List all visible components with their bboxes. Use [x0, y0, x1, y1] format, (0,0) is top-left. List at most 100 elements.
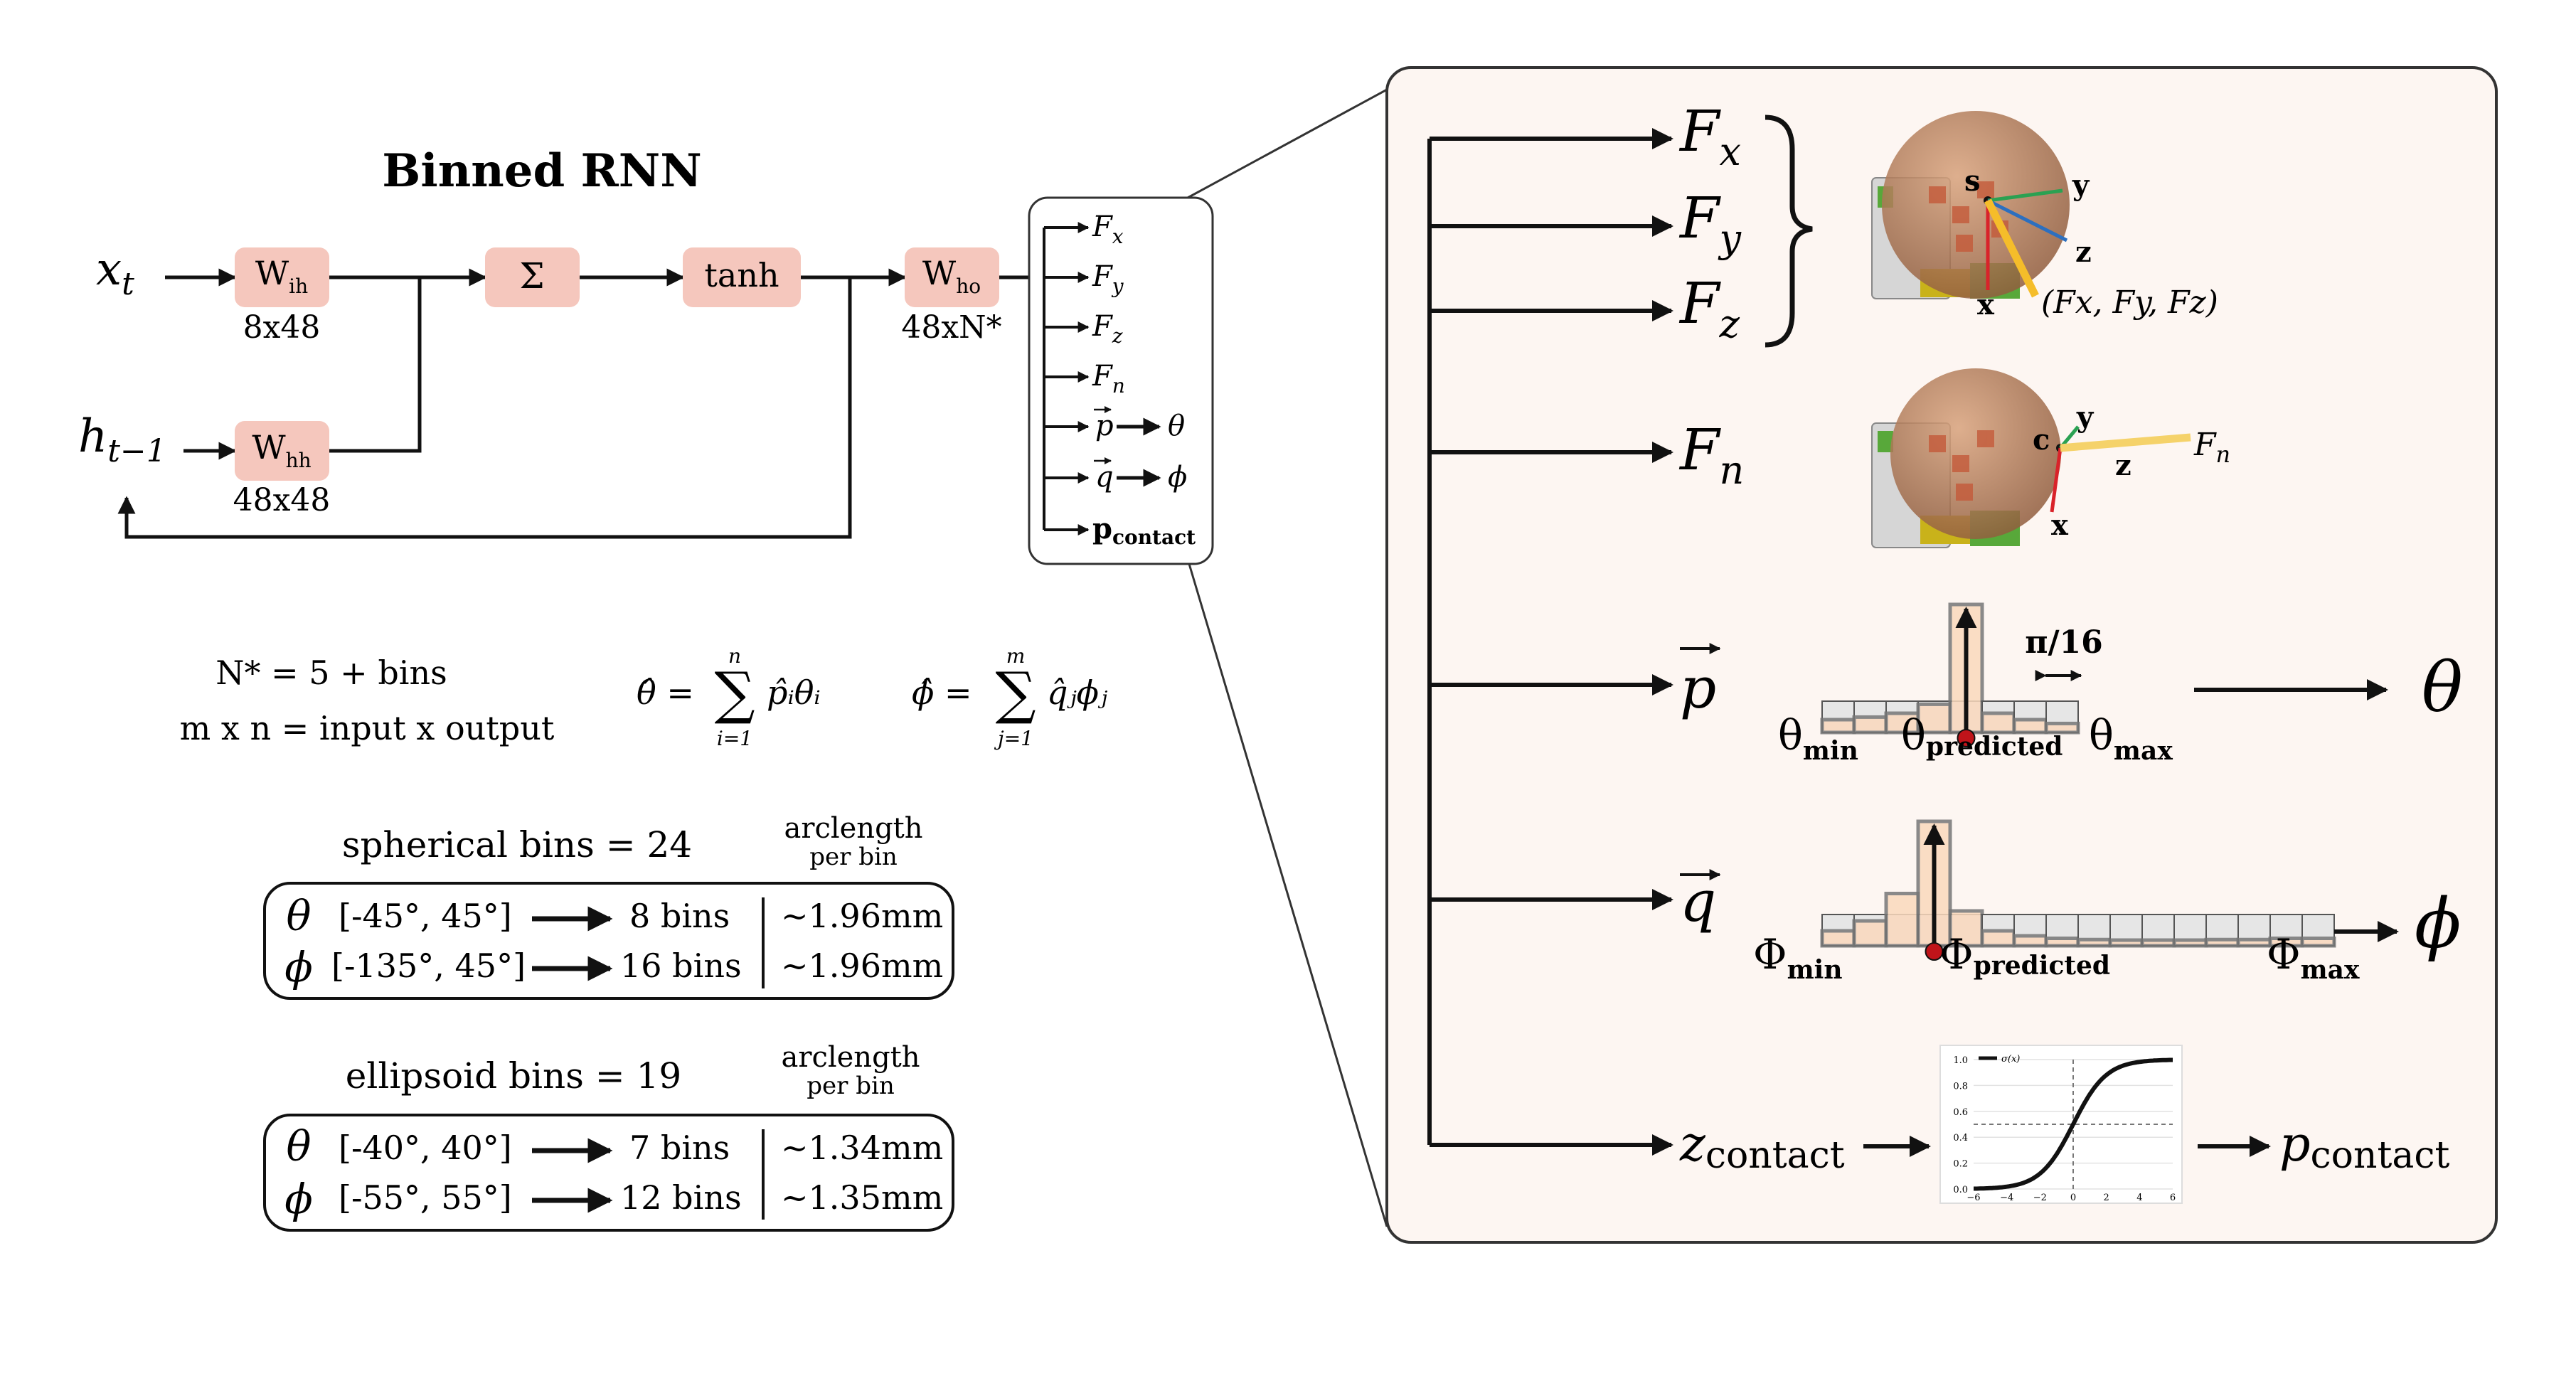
- ellipsoid-arc-header-1: arclength: [781, 1041, 920, 1074]
- svg-text:y: y: [2072, 169, 2090, 202]
- phi-min-label: Φmin: [1753, 930, 1843, 985]
- svg-text:[-55°, 55°]: [-55°, 55°]: [339, 1178, 512, 1217]
- spherical-row-phi: ϕ [-135°, 45°] 16 bins ~1.96mm: [284, 943, 943, 991]
- formula-phi-hat: ϕ̂ = m ∑ j=1 q̂ⱼϕⱼ: [912, 644, 1108, 750]
- who-label: Who: [922, 254, 981, 298]
- svg-text:z: z: [2115, 449, 2131, 482]
- sigmoid-xtick: 2: [2104, 1193, 2109, 1203]
- recurrent-loop: [117, 277, 852, 539]
- small-out-p-theta: p θ: [1094, 406, 1185, 442]
- whh-dim: 48x48: [233, 482, 331, 518]
- phi-hist-bar: [2140, 938, 2176, 948]
- svg-text:q: q: [1680, 868, 1716, 934]
- phi-hist-pred-dot: [1925, 942, 1944, 961]
- detail-fx: Fx: [1678, 98, 1741, 174]
- phi-predicted-label: Φpredicted: [1939, 930, 2110, 981]
- formula-mxn: m x n = input x output: [180, 709, 555, 747]
- svg-text:θ: θ: [1168, 410, 1185, 442]
- ellipsoid-arc-header-2: per bin: [807, 1072, 894, 1100]
- zoom-line-top: [1187, 88, 1388, 199]
- small-out-fx: Fx: [1092, 210, 1124, 248]
- svg-text:c: c: [2033, 423, 2050, 457]
- svg-text:p: p: [1095, 410, 1114, 442]
- phi-hist-bar: [1980, 929, 2016, 948]
- sigmoid-xtick: 0: [2070, 1193, 2076, 1203]
- svg-text:7 bins: 7 bins: [629, 1129, 730, 1167]
- svg-text:θ̂ =: θ̂ =: [637, 673, 694, 712]
- whh-block: [235, 421, 329, 481]
- ellipsoid-table: [263, 1114, 954, 1232]
- sigmoid-xtick: 6: [2170, 1193, 2176, 1203]
- phi-hist-bar: [2108, 938, 2144, 948]
- phi-histogram: [1820, 819, 2336, 961]
- svg-text:q̂ⱼϕⱼ: q̂ⱼϕⱼ: [1047, 673, 1108, 712]
- wih-block: [235, 247, 329, 307]
- phi-hist-bar: [2012, 934, 2048, 948]
- small-out-q-phi: q ϕ: [1094, 457, 1187, 494]
- svg-text:12 bins: 12 bins: [620, 1178, 742, 1217]
- small-output-arrows: [1044, 222, 1090, 535]
- phi-hist-bar: [2300, 937, 2336, 948]
- detail-fn: Fn: [1678, 417, 1744, 493]
- sigmoid-xtick: −4: [2000, 1193, 2013, 1203]
- whh-label: Whh: [252, 428, 311, 472]
- svg-text:∑: ∑: [714, 660, 755, 726]
- sum-block: [485, 247, 580, 307]
- detail-arrows: [1430, 128, 1673, 1156]
- sigmoid-xtick: −6: [1966, 1193, 1980, 1203]
- svg-text:m: m: [1006, 644, 1026, 668]
- svg-text:θ: θ: [287, 1122, 312, 1171]
- zoom-line-bottom: [1188, 563, 1388, 1227]
- ellipsoid-row-phi: ϕ [-55°, 55°] 12 bins ~1.35mm: [284, 1175, 943, 1223]
- theta-hist-labels: π/16 θmin θpredicted θmax: [1778, 624, 2173, 766]
- svg-text:n: n: [728, 644, 741, 668]
- output-list-box: [1028, 196, 1214, 565]
- formula-theta-hat: θ̂ = n ∑ i=1 p̂ᵢθᵢ: [637, 644, 821, 750]
- theta-hist-bar: [1916, 702, 1952, 735]
- phi-hist-bar: [1852, 919, 1888, 948]
- tanh-label: tanh: [704, 256, 779, 294]
- spherical-arc-header-1: arclength: [784, 812, 922, 845]
- sigmoid-ytick: 0.6: [1953, 1107, 1968, 1118]
- sigmoid-xtick: 4: [2136, 1193, 2142, 1203]
- theta-min-label: θmin: [1778, 711, 1858, 766]
- svg-text:~1.35mm: ~1.35mm: [781, 1178, 943, 1217]
- detail-fy: Fy: [1678, 185, 1742, 261]
- svg-text:p: p: [1680, 655, 1716, 721]
- theta-hist-bar: [2044, 721, 2080, 735]
- small-out-fz: Fz: [1092, 310, 1123, 348]
- sigmoid-ytick: 0.0: [1953, 1185, 1968, 1195]
- detail-q-vector: q: [1680, 868, 1721, 934]
- small-out-p-contact: pcontact: [1092, 512, 1196, 549]
- small-out-fn: Fn: [1092, 360, 1125, 398]
- phi-hist-bar: [1884, 892, 1920, 948]
- svg-text:[-40°, 40°]: [-40°, 40°]: [339, 1129, 512, 1167]
- svg-text:ϕ: ϕ: [284, 1175, 313, 1223]
- formula-nstar: N* = 5 + bins: [215, 654, 447, 692]
- detail-p-contact: pcontact: [2279, 1116, 2449, 1177]
- phi-hist-bar: [2076, 937, 2112, 948]
- ellipsoid-row-theta: θ [-40°, 40°] 7 bins ~1.34mm: [287, 1122, 944, 1171]
- svg-text:ϕ: ϕ: [1168, 461, 1187, 494]
- phi-max-label: Φmax: [2267, 930, 2360, 985]
- phi-hist-bar: [1948, 909, 1984, 948]
- phi-hist-bar: [2236, 937, 2272, 948]
- theta-histogram: [1820, 602, 2080, 747]
- svg-text:π/16: π/16: [2025, 624, 2103, 661]
- sensor-illustration-normal: c y z x Fn: [1871, 368, 2230, 548]
- input-x-t: xt: [96, 243, 134, 302]
- svg-text:j=1: j=1: [994, 727, 1033, 750]
- svg-text:q: q: [1095, 461, 1114, 494]
- input-h-t-minus-1: ht−1: [78, 410, 166, 469]
- svg-text:∑: ∑: [995, 660, 1036, 726]
- theta-hist-pred-dot: [1957, 729, 1976, 747]
- force-brace: [1765, 114, 1813, 348]
- detail-phi-output: ϕ: [2415, 884, 2461, 964]
- phi-hist-bar: [2204, 937, 2240, 948]
- sensor-illustration-force: s y z x (Fx, Fy, Fz): [1871, 111, 2218, 321]
- sigmoid-ytick: 0.4: [1953, 1133, 1968, 1143]
- spherical-row-theta: θ [-45°, 45°] 8 bins ~1.96mm: [287, 892, 944, 940]
- theta-max-label: θmax: [2089, 711, 2173, 766]
